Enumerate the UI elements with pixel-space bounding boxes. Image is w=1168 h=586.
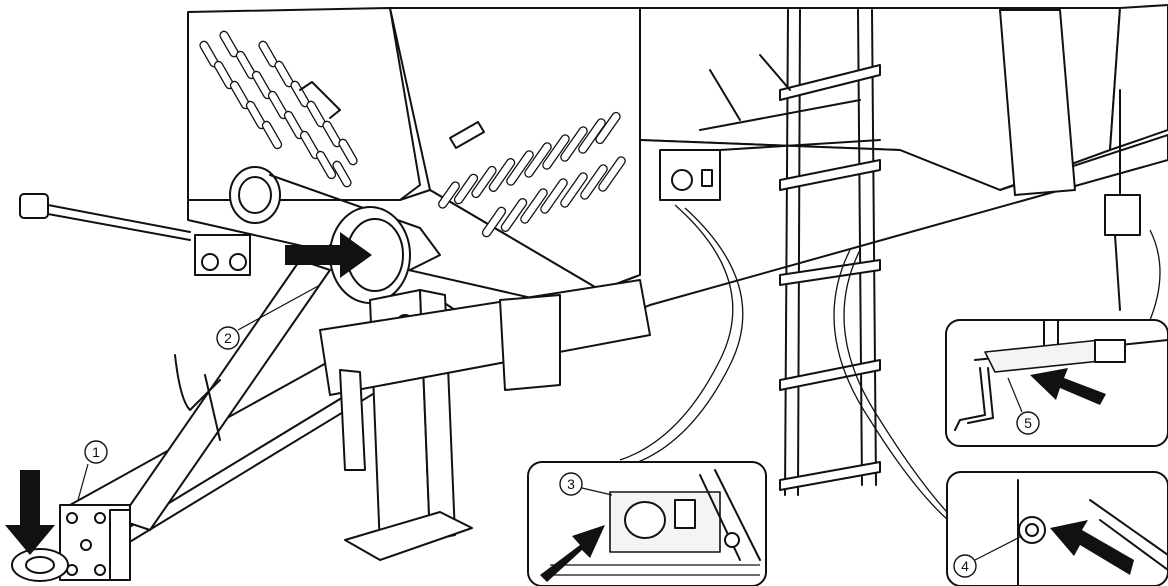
callout-5-label: 5 [1024, 415, 1032, 431]
left-perforated-panel [199, 30, 358, 188]
callout-1: 1 [77, 440, 108, 501]
chassis [319, 279, 651, 471]
callout-1-label: 1 [92, 444, 100, 460]
grease-point-4-arrow [1050, 520, 1134, 575]
right-perforated-panel [438, 111, 626, 238]
inset-3: 3 [527, 461, 767, 586]
spreader-linkage [659, 54, 1141, 311]
pto-arrow [285, 232, 372, 278]
connector-hoses [619, 204, 1161, 536]
drawbar-arrow [5, 470, 55, 555]
inset-4: 4 [946, 471, 1168, 586]
grease-point-5-arrow [1030, 368, 1106, 405]
hopper-body [187, 4, 1168, 319]
grease-point-3-arrow [540, 525, 605, 582]
callout-2: 2 [216, 284, 321, 350]
inset-5: 5 [945, 319, 1168, 447]
callout-2-label: 2 [224, 330, 232, 346]
callout-4-label: 4 [961, 558, 969, 574]
callout-3-label: 3 [567, 476, 575, 492]
ladder [779, 9, 881, 496]
